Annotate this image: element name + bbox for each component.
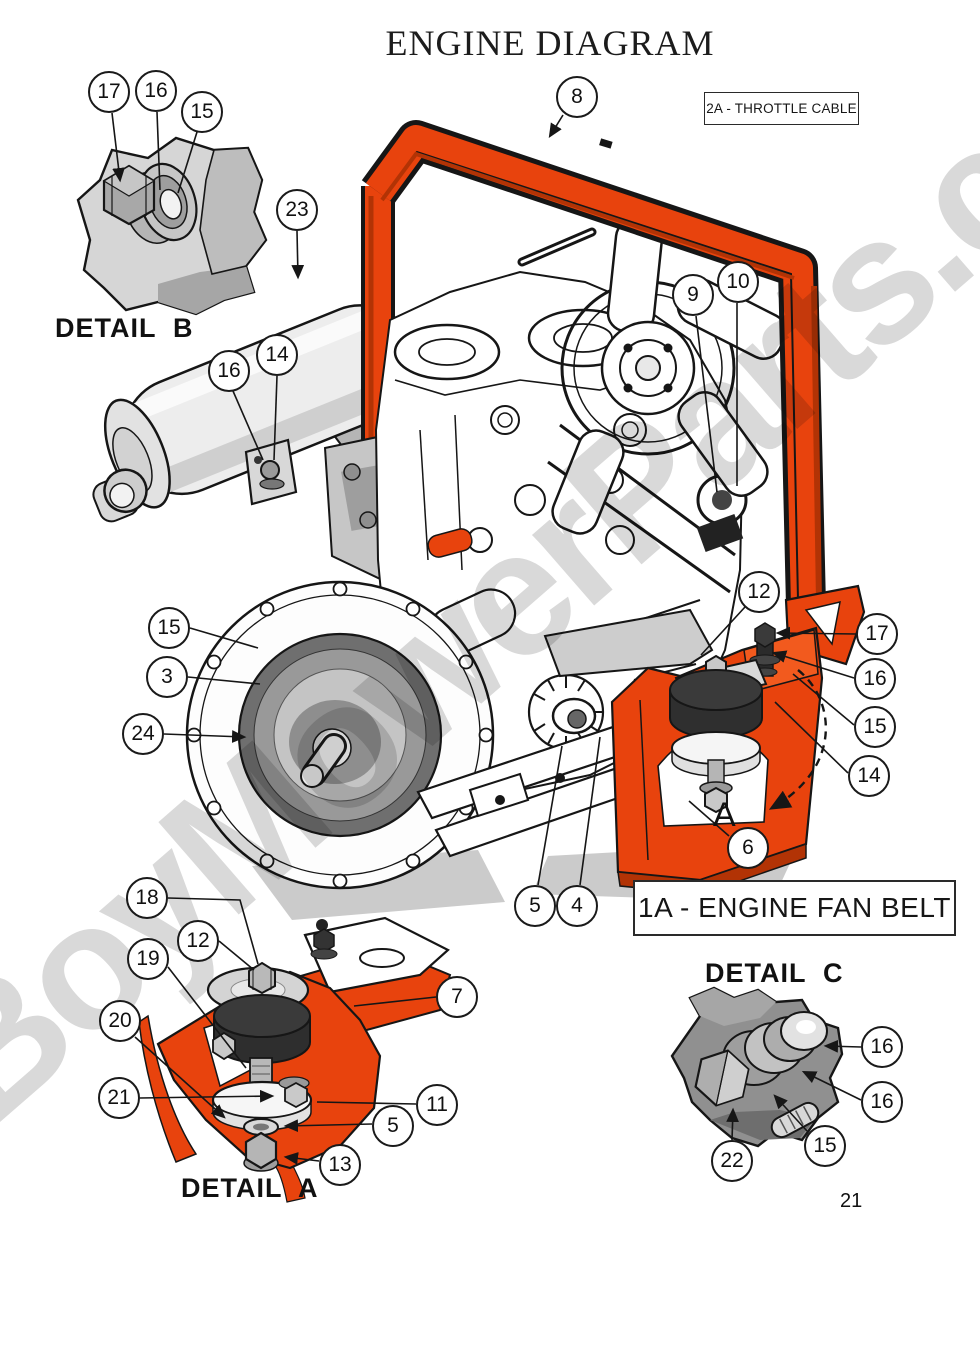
callout-20: 20 xyxy=(99,1000,141,1042)
callout-18: 18 xyxy=(126,877,168,919)
callout-16: 16 xyxy=(135,70,177,112)
callout-24: 24 xyxy=(122,713,164,755)
callout-16: 16 xyxy=(861,1026,903,1068)
callout-5: 5 xyxy=(372,1105,414,1147)
callout-4: 4 xyxy=(556,885,598,927)
engine-illustration xyxy=(76,111,866,1203)
callout-16: 16 xyxy=(861,1081,903,1123)
callout-16: 16 xyxy=(854,658,896,700)
mount-arm xyxy=(543,608,714,678)
callout-15: 15 xyxy=(181,91,223,133)
detail-c-inset xyxy=(670,986,844,1148)
throttle-cable-label-box: 2A - THROTTLE CABLE xyxy=(704,92,859,125)
callout-11: 11 xyxy=(416,1084,458,1126)
callout-8: 8 xyxy=(556,76,598,118)
callout-14: 14 xyxy=(848,755,890,797)
callout-9: 9 xyxy=(672,274,714,316)
callout-15: 15 xyxy=(148,607,190,649)
callout-16: 16 xyxy=(208,350,250,392)
callout-6: 6 xyxy=(727,827,769,869)
callout-12: 12 xyxy=(738,571,780,613)
callout-13: 13 xyxy=(319,1144,361,1186)
detail-b-label: DETAIL B xyxy=(55,313,194,343)
fan-belt-frame xyxy=(361,120,866,666)
callout-7: 7 xyxy=(436,976,478,1018)
page-title: ENGINE DIAGRAM xyxy=(385,23,715,63)
right-engine-mount xyxy=(610,622,824,895)
callout-23: 23 xyxy=(276,189,318,231)
callout-19: 19 xyxy=(127,938,169,980)
callout-15: 15 xyxy=(804,1125,846,1167)
detail-a-label: DETAIL A xyxy=(181,1173,319,1203)
section-marker-a: A xyxy=(713,796,736,834)
page-number: 21 xyxy=(840,1190,863,1212)
callout-3: 3 xyxy=(146,656,188,698)
callout-15: 15 xyxy=(854,706,896,748)
leader-lines xyxy=(111,111,862,1165)
fan-belt-label-box: 1A - ENGINE FAN BELT xyxy=(633,880,956,936)
callout-14: 14 xyxy=(256,334,298,376)
detail-a-inset xyxy=(138,916,452,1203)
callout-17: 17 xyxy=(856,613,898,655)
callout-21: 21 xyxy=(98,1077,140,1119)
callout-22: 22 xyxy=(711,1140,753,1182)
callout-10: 10 xyxy=(717,261,759,303)
flywheel-housing xyxy=(185,580,495,890)
callout-12: 12 xyxy=(177,920,219,962)
callout-17: 17 xyxy=(88,71,130,113)
callout-5: 5 xyxy=(514,885,556,927)
detail-c-label: DETAIL C xyxy=(705,958,844,988)
